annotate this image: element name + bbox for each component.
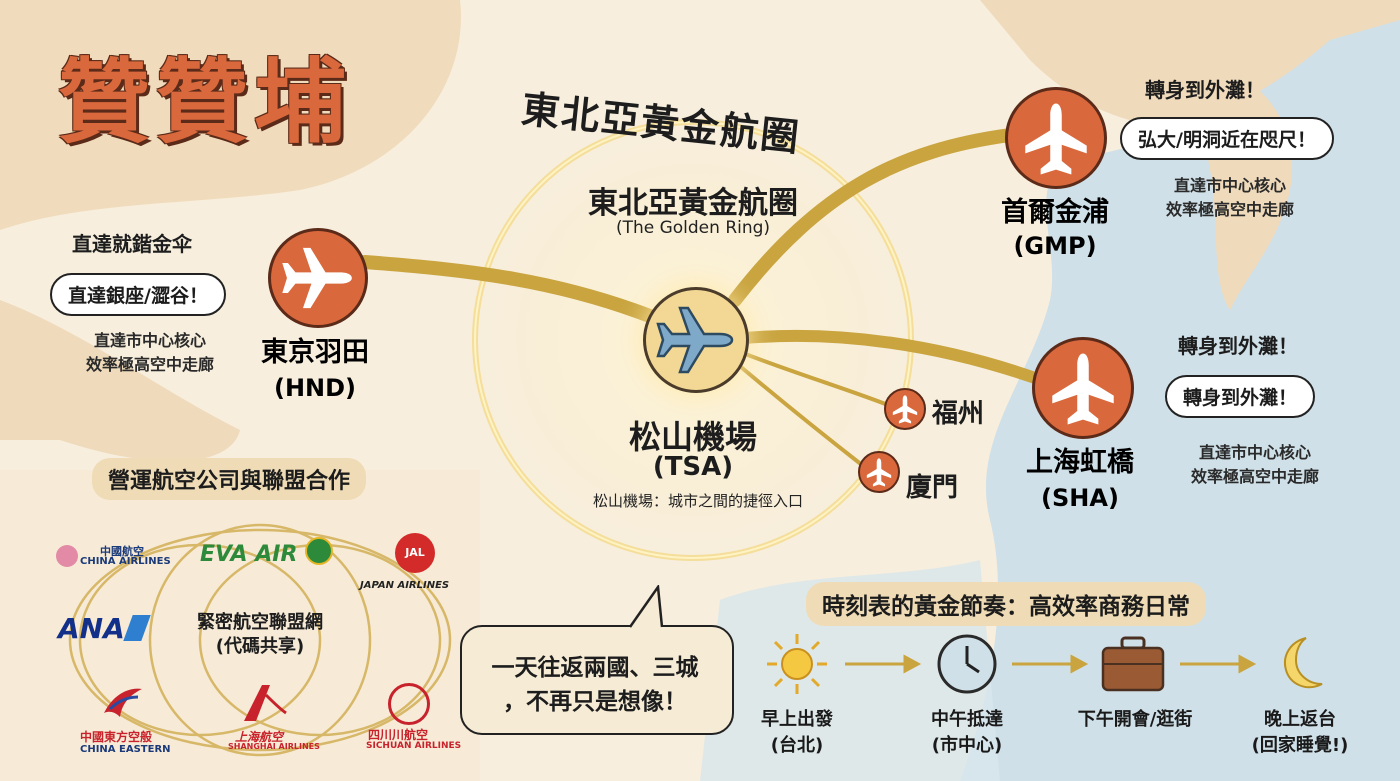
- hnd-note-1: 直達市中心核心: [93, 331, 206, 350]
- hub-code: (TSA): [652, 452, 734, 482]
- gmp-note-2: 效率極高空中走廊: [1165, 200, 1294, 219]
- sha-code: (SHA): [1041, 484, 1119, 512]
- hub-title: 東北亞黃金航圈: [588, 186, 798, 221]
- step-2-line-2: (市中心): [931, 735, 1003, 756]
- alliance-network: [68, 523, 452, 757]
- hnd-name: 東京羽田: [261, 337, 369, 368]
- hub-plane-badge: [643, 287, 749, 393]
- step-2-line-1: 中午抵達: [931, 709, 1003, 730]
- hub-name: 松山機場: [628, 418, 757, 456]
- sha-bubble: 轉身到外灘！: [1165, 375, 1316, 418]
- route-gmp: [728, 128, 1017, 307]
- callout-tail: [628, 585, 664, 628]
- route-xmn: [733, 360, 864, 467]
- step-1-line-2: (台北): [770, 735, 824, 756]
- alliance-center-2: (代碼共享): [215, 636, 305, 657]
- hnd-header: 直達就鍇金伞: [72, 232, 192, 256]
- step-1-line-1: 早上出發: [761, 709, 833, 730]
- plane-icon: [282, 247, 352, 309]
- hnd-code: (HND): [273, 374, 357, 402]
- china-airlines-en: CHINA AIRLINES: [80, 556, 171, 567]
- step-3-line-1: 下午開會/逛街: [1077, 709, 1193, 730]
- foc-name: 福州: [932, 399, 985, 429]
- clock-icon: [935, 632, 999, 696]
- hub-subtitle: (The Golden Ring): [615, 218, 771, 238]
- china-eastern-swallow-icon: [100, 683, 144, 723]
- sha-note-1: 直達市中心核心: [1198, 443, 1311, 462]
- route-hnd: [358, 255, 667, 327]
- sichuan-airlines-bird-icon: [388, 683, 430, 725]
- eva-emblem-icon: [305, 537, 333, 565]
- sha-plane-badge: [1032, 337, 1134, 439]
- china-airlines-logo-icon: [56, 545, 78, 567]
- plane-icon: [1025, 103, 1087, 175]
- sichuan-airlines-cn: 四川川航空: [368, 728, 429, 742]
- sun-icon: [765, 632, 829, 696]
- plane-icon: [892, 395, 918, 424]
- shanghai-airlines-cn: 上海航空: [235, 730, 284, 744]
- callout-bubble: [460, 625, 734, 735]
- sha-header: 轉身到外灘！: [1178, 334, 1298, 358]
- gmp-code: (GMP): [1013, 232, 1097, 260]
- hub-desc: 松山機場：城市之間的捷徑入口: [592, 492, 803, 510]
- china-airlines-cn: 中國航空: [100, 545, 144, 558]
- jal-logo-text: JAPAN AIRLINES: [360, 580, 450, 591]
- china-eastern-cn: 中國東方空般: [80, 730, 153, 744]
- xmn-name: 廈門: [906, 473, 959, 503]
- hnd-plane-badge: [268, 228, 368, 328]
- foc-plane-badge: [884, 388, 926, 430]
- xmn-plane-badge: [858, 451, 900, 493]
- gmp-name: 首爾金浦: [1001, 197, 1109, 228]
- eva-air-logo: EVA AIR: [200, 542, 298, 567]
- jal-crane-icon: JAL: [395, 533, 435, 573]
- gmp-header: 轉身到外灘！: [1145, 78, 1265, 102]
- sha-note-2: 效率極高空中走廊: [1190, 467, 1319, 486]
- schedule-title: 時刻表的黃金節奏：高效率商務日常: [806, 582, 1206, 626]
- alliance-title: 營運航空公司與聯盟合作: [92, 458, 367, 500]
- gmp-bubble: 弘大/明洞近在咫尺！: [1120, 117, 1334, 160]
- plane-icon: [656, 306, 734, 374]
- moon-icon: [1268, 632, 1332, 696]
- hnd-note-2: 效率極高空中走廊: [85, 355, 214, 374]
- step-4-line-1: 晚上返台: [1264, 709, 1336, 730]
- route-foc: [739, 350, 889, 407]
- callout-line-2: ，不再只是想像！: [503, 689, 687, 715]
- plane-icon: [1052, 353, 1114, 425]
- gmp-note-1: 直達市中心核心: [1173, 176, 1286, 195]
- timeline-arrows: [845, 654, 1257, 674]
- alliance-center-1: 緊密航空聯盟網: [197, 612, 323, 633]
- callout-line-1: 一天往返兩國、三城: [491, 655, 699, 681]
- gmp-plane-badge: [1005, 87, 1107, 189]
- briefcase-icon: [1100, 634, 1166, 694]
- plane-icon: [866, 458, 892, 487]
- hnd-bubble: 直達銀座/澀谷！: [50, 273, 226, 316]
- ana-logo: ANA: [58, 612, 125, 645]
- brand-title: 贊贊埔: [58, 48, 353, 156]
- shanghai-airlines-en: SHANGHAI AIRLINES: [228, 742, 320, 751]
- china-eastern-en: CHINA EASTERN: [80, 744, 171, 755]
- shanghai-airlines-crane-icon: [238, 683, 288, 725]
- sha-name: 上海虹橋: [1026, 447, 1134, 478]
- route-sha: [739, 329, 1041, 384]
- sichuan-airlines-en: SICHUAN AIRLINES: [366, 741, 462, 751]
- step-4-line-2: (回家睡覺!): [1251, 735, 1349, 756]
